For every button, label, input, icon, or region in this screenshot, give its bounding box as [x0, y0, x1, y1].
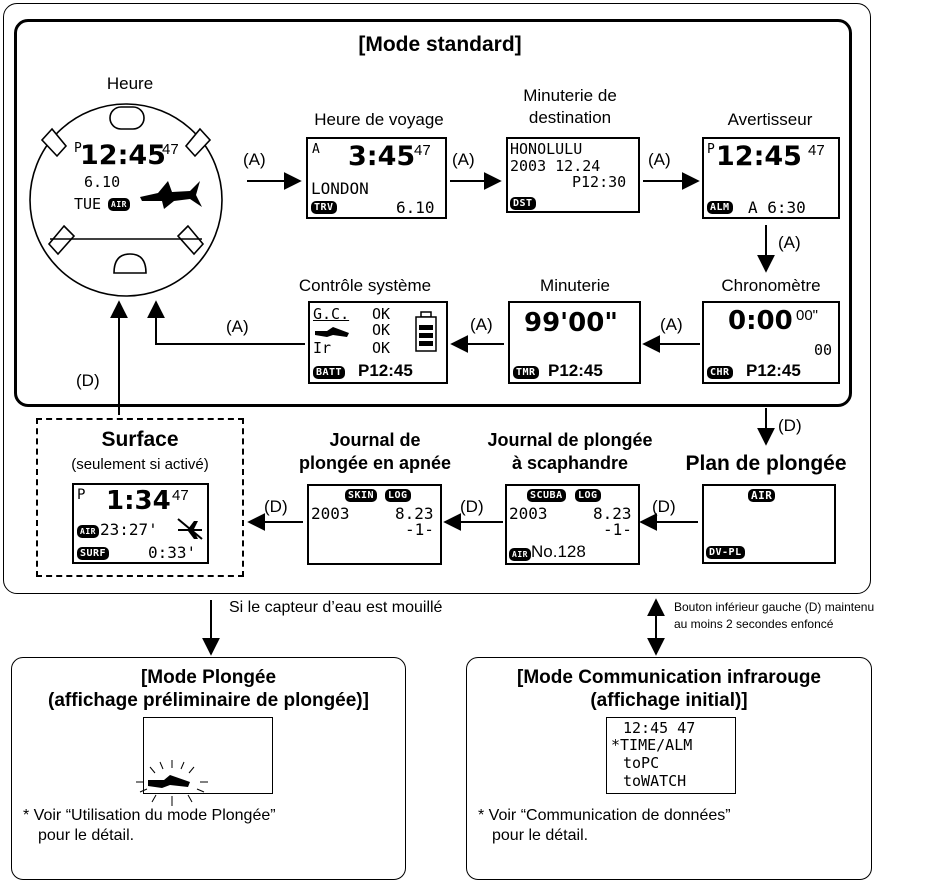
no-fly-icon [177, 518, 203, 540]
label-d-surface: (D) [76, 371, 100, 390]
controle-label: Contrôle système [298, 276, 432, 295]
diver-blinking-icon [136, 760, 208, 806]
heure-display: P 12:45 47 6.10 TUE AIR [70, 135, 220, 215]
ir-mode-note-1: * Voir “Communication de données” [478, 807, 731, 824]
watch-top-pusher [109, 106, 145, 130]
scaphandre-label-1: Journal de plongée [487, 430, 653, 450]
apnee-label-2: plongée en apnée [298, 453, 452, 473]
chronometre-screen: 0:00 00" 00 CHR P12:45 [702, 301, 840, 384]
dive-mode-note-1: * Voir “Utilisation du mode Plongée” [23, 807, 276, 824]
hold-button-text-1: Bouton inférieur gauche (D) maintenu [674, 600, 875, 614]
label-a-3: (A) [648, 150, 671, 169]
surface-frame [36, 418, 244, 577]
minuterie-label: Minuterie [540, 276, 610, 295]
avertisseur-screen: P 12:45 47 ALM A 6:30 [702, 137, 840, 219]
battery-icon [415, 311, 437, 352]
heure-voyage-screen: A 3:45 47 LONDON TRV 6.10 [306, 137, 447, 219]
watch-bottom-pusher [113, 253, 147, 274]
arrow-controle-heure [147, 300, 305, 345]
watch-button-a [176, 224, 205, 256]
apnee-screen: SKIN LOG 2003 8.23 -1- [307, 484, 442, 565]
minuterie-screen: 99'00" TMR P12:45 [508, 301, 641, 384]
apnee-label-1: Journal de [329, 430, 421, 450]
ir-mode-title-2: (affichage initial)] [590, 690, 748, 711]
label-d-2: (D) [460, 497, 484, 516]
scaphandre-screen: SCUBA LOG 2003 8.23 -1- AIR No.128 [505, 484, 640, 565]
surface-subtitle: (seulement si activé) [71, 456, 209, 473]
label-d-3: (D) [264, 497, 288, 516]
dive-preliminary-screen [143, 717, 273, 794]
destination-label-2: destination [528, 108, 612, 127]
destination-screen: HONOLULU 2003 12.24 P12:30 DST [506, 137, 640, 213]
watch-button-top-right [184, 127, 212, 158]
standard-mode-frame [14, 19, 852, 407]
surface-screen: P 1:34 47 AIR 23:27' SURF 0:33' [72, 483, 209, 564]
ir-mode-frame [466, 657, 872, 880]
heure-voyage-label: Heure de voyage [314, 110, 444, 129]
label-d-plan: (D) [778, 416, 802, 435]
plan-label: Plan de plongée [685, 452, 847, 475]
shark-icon [140, 181, 202, 209]
standard-mode-title: [Mode standard] [358, 33, 522, 56]
scaphandre-label-2: à scaphandre [511, 453, 629, 473]
chronometre-label: Chronomètre [721, 276, 821, 295]
label-a-7: (A) [226, 317, 249, 336]
dive-mode-frame [11, 657, 406, 880]
label-a-6: (A) [470, 315, 493, 334]
label-a-2: (A) [452, 150, 475, 169]
controle-screen: G.C. OK OK Ir OK BATT P12:45 [308, 301, 448, 384]
watch-button-d [47, 224, 76, 256]
ir-initial-screen: 12:45 47 *TIME/ALM toPC toWATCH [606, 717, 736, 794]
label-a-4: (A) [778, 233, 801, 252]
label-a-1: (A) [243, 150, 266, 169]
label-a-5: (A) [660, 315, 683, 334]
dive-mode-title-1: [Mode Plongée [140, 667, 277, 688]
wet-sensor-text: Si le capteur d’eau est mouillé [229, 599, 443, 616]
destination-label-1: Minuterie de [523, 86, 617, 105]
outer-frame [3, 3, 871, 594]
label-d-1: (D) [652, 497, 676, 516]
dive-mode-note-2: pour le détail. [38, 827, 135, 844]
diver-icon [315, 327, 349, 337]
hold-button-text-2: au moins 2 secondes enfoncé [674, 617, 834, 631]
watch-button-top-left [40, 127, 68, 158]
heure-label: Heure [106, 74, 154, 93]
plan-screen: AIR DV-PL [702, 484, 836, 564]
surface-title: Surface [101, 428, 179, 451]
ir-mode-title-1: [Mode Communication infrarouge [517, 667, 821, 688]
ir-mode-note-2: pour le détail. [492, 827, 589, 844]
avertisseur-label: Avertisseur [727, 110, 813, 129]
dive-mode-title-2: (affichage préliminaire de plongée)] [48, 690, 369, 711]
